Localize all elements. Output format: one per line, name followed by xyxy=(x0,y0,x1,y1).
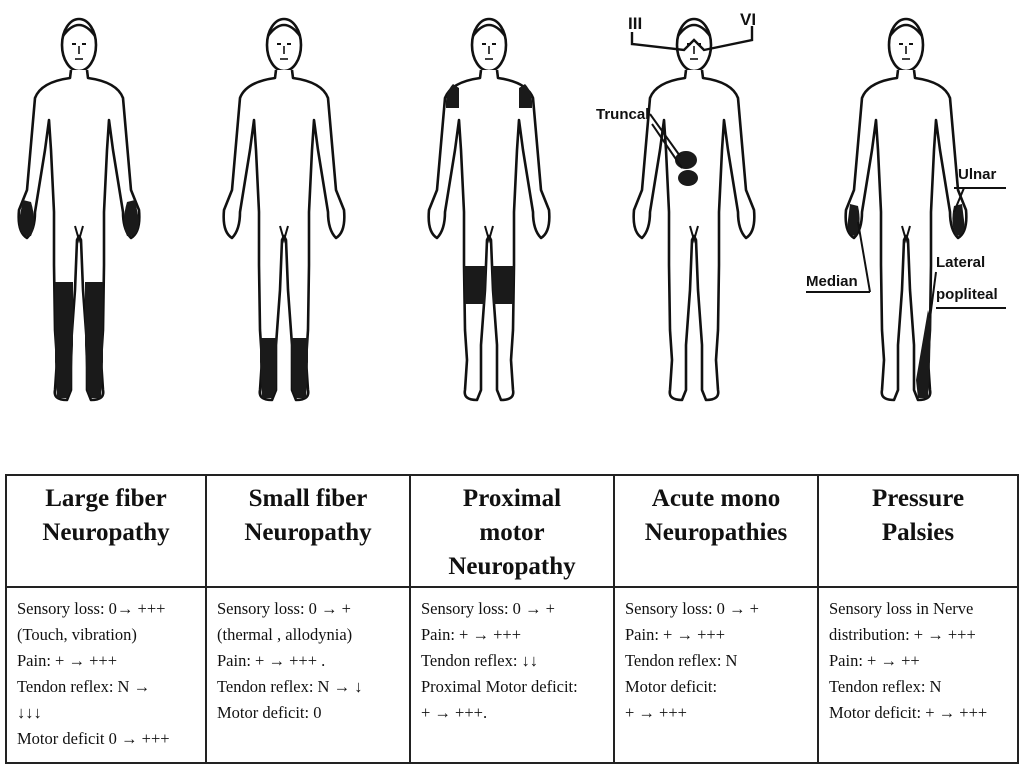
figure-pressure-palsies xyxy=(806,17,1006,402)
column-pressure-palsies: Pressure Palsies Sensory loss in Nerve d… xyxy=(819,476,1017,762)
column-body: Sensory loss: 0 → + (thermal , allodynia… xyxy=(217,599,363,722)
column-heading: Proximal motor Neuropathy xyxy=(411,476,613,588)
column-body: Sensory loss: 0→ +++ (Touch, vibration) … xyxy=(17,599,170,748)
figure-proximal-motor xyxy=(427,17,551,402)
column-heading: Pressure Palsies xyxy=(819,476,1017,588)
column-large-fiber: Large fiber Neuropathy Sensory loss: 0→ … xyxy=(7,476,207,762)
label-median: Median xyxy=(806,273,858,290)
column-proximal-motor: Proximal motor Neuropathy Sensory loss: … xyxy=(411,476,615,762)
column-heading: Acute mono Neuropathies xyxy=(615,476,817,588)
neuropathy-figures xyxy=(17,17,1006,402)
label-cranial-iii: III xyxy=(628,14,643,33)
column-acute-mono: Acute mono Neuropathies Sensory loss: 0 … xyxy=(615,476,819,762)
label-truncal: Truncal xyxy=(596,106,650,123)
column-body: Sensory loss: 0 → + Pain: + → +++ Tendon… xyxy=(421,599,578,722)
column-heading: Large fiber Neuropathy xyxy=(7,476,205,588)
label-cranial-vi: VI xyxy=(740,10,757,29)
label-ulnar: Ulnar xyxy=(958,166,997,183)
figure-small-fiber xyxy=(222,17,346,402)
figure-large-fiber xyxy=(17,17,141,402)
figure-acute-mono xyxy=(630,17,756,402)
column-body: Sensory loss: 0 → + Pain: + → +++ Tendon… xyxy=(625,599,759,722)
neuropathy-table: Large fiber Neuropathy Sensory loss: 0→ … xyxy=(5,474,1019,764)
column-small-fiber: Small fiber Neuropathy Sensory loss: 0 →… xyxy=(207,476,411,762)
column-heading: Small fiber Neuropathy xyxy=(207,476,409,588)
label-popliteal: popliteal xyxy=(936,286,998,303)
column-body: Sensory loss in Nerve distribution: + → … xyxy=(829,599,988,722)
label-lateral: Lateral xyxy=(936,254,986,271)
